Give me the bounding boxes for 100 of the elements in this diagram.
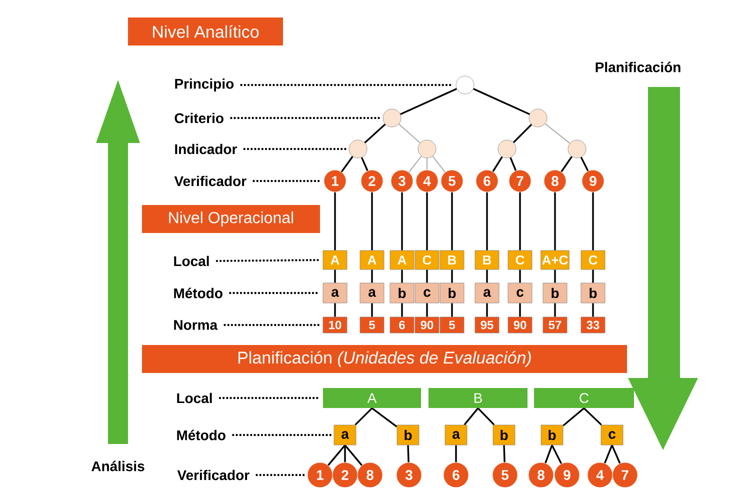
connector-line — [371, 270, 373, 283]
norm-box: 10 — [322, 316, 348, 334]
connector-line — [562, 408, 585, 426]
local-box: C — [414, 250, 440, 270]
connector-line — [592, 270, 594, 283]
connector-line — [432, 156, 446, 173]
connector-line — [519, 303, 521, 317]
unit-bar: B — [428, 388, 528, 408]
connector-line — [426, 270, 428, 283]
connector-line — [512, 124, 532, 144]
norm-box: 90 — [508, 316, 532, 334]
leader-line — [224, 324, 321, 326]
connector-line — [492, 156, 503, 172]
level-label: Norma — [174, 320, 218, 330]
connector-line — [583, 408, 602, 426]
connector-line — [486, 303, 488, 317]
tree-node — [568, 140, 586, 158]
tree-node — [456, 76, 474, 94]
method-box: c — [600, 424, 624, 446]
connector-line — [604, 444, 613, 464]
level-label: Local — [174, 256, 209, 266]
leader-line — [218, 396, 321, 400]
banner-box: Nivel Analítico — [128, 18, 283, 46]
local-box: B — [440, 250, 464, 270]
method-box: a — [322, 282, 348, 304]
axis-label: Análisis — [92, 460, 144, 472]
leader-line — [256, 474, 306, 476]
connector-line — [400, 88, 457, 115]
local-box: C — [508, 250, 532, 270]
connector-line — [371, 192, 373, 250]
connector-line — [451, 192, 453, 250]
leader-line — [216, 258, 321, 262]
norm-box: 90 — [414, 316, 440, 334]
connector-line — [407, 445, 410, 462]
connector-line — [328, 444, 346, 466]
connector-line — [401, 270, 403, 283]
connector-line — [340, 156, 354, 172]
connector-line — [451, 303, 453, 317]
connector-line — [451, 270, 453, 283]
connector-line — [426, 303, 428, 317]
level-label: Método — [174, 288, 222, 298]
connector-line — [554, 192, 556, 250]
method-box: a — [360, 282, 384, 304]
norm-box: 5 — [360, 316, 384, 334]
method-box: b — [540, 424, 564, 446]
local-box: C — [580, 250, 606, 270]
connector-line — [486, 192, 488, 250]
connector-line — [334, 270, 336, 283]
connector-line — [455, 445, 457, 462]
norm-box: 57 — [542, 316, 568, 334]
connector-line — [372, 408, 398, 428]
level-label: Principio — [175, 78, 234, 92]
method-box: b — [396, 424, 420, 446]
connector-line — [560, 156, 572, 172]
connector-line — [354, 408, 373, 426]
method-box: b — [542, 282, 568, 304]
level-label: Indicador — [175, 144, 237, 154]
level-label: Verificador — [174, 176, 246, 186]
method-box: b — [390, 282, 414, 304]
leader-line — [230, 116, 381, 120]
connector-line — [611, 444, 621, 464]
connector-line — [519, 192, 521, 250]
level-label: Criterio — [174, 112, 224, 124]
connector-line — [401, 192, 403, 250]
norm-box: 6 — [390, 316, 414, 334]
local-box: A — [322, 250, 348, 270]
norm-box: 95 — [474, 316, 500, 334]
tree-node — [418, 140, 436, 158]
local-box: A — [360, 250, 384, 270]
connector-line — [401, 303, 403, 317]
method-box: c — [508, 282, 532, 304]
level-label: Local — [177, 392, 212, 404]
connector-line — [486, 270, 488, 283]
connector-line — [344, 445, 346, 462]
axis-label: Planificación — [596, 62, 680, 72]
method-box: c — [414, 282, 440, 304]
banner-box: Planificación (Unidades de Evaluación) — [142, 345, 627, 373]
leader-line — [232, 434, 332, 436]
connector-line — [592, 303, 594, 317]
connector-line — [503, 445, 506, 462]
method-box: a — [444, 424, 468, 446]
connector-line — [364, 124, 386, 144]
method-box: a — [474, 282, 500, 304]
level-label: Método — [177, 430, 226, 440]
connector-line — [551, 444, 562, 464]
connector-line — [580, 156, 589, 172]
norm-box: 33 — [580, 316, 606, 334]
tree-node — [498, 140, 516, 158]
leader-line — [240, 84, 454, 86]
leader-line — [252, 180, 322, 182]
unit-bar: A — [323, 388, 421, 408]
method-box: a — [334, 424, 356, 446]
connector-line — [426, 192, 428, 250]
connector-line — [344, 444, 362, 466]
method-box: b — [440, 282, 464, 304]
connector-line — [554, 303, 556, 317]
tree-node — [348, 140, 368, 158]
connector-line — [426, 158, 428, 170]
connector-line — [360, 157, 368, 172]
tree-node — [528, 108, 548, 128]
